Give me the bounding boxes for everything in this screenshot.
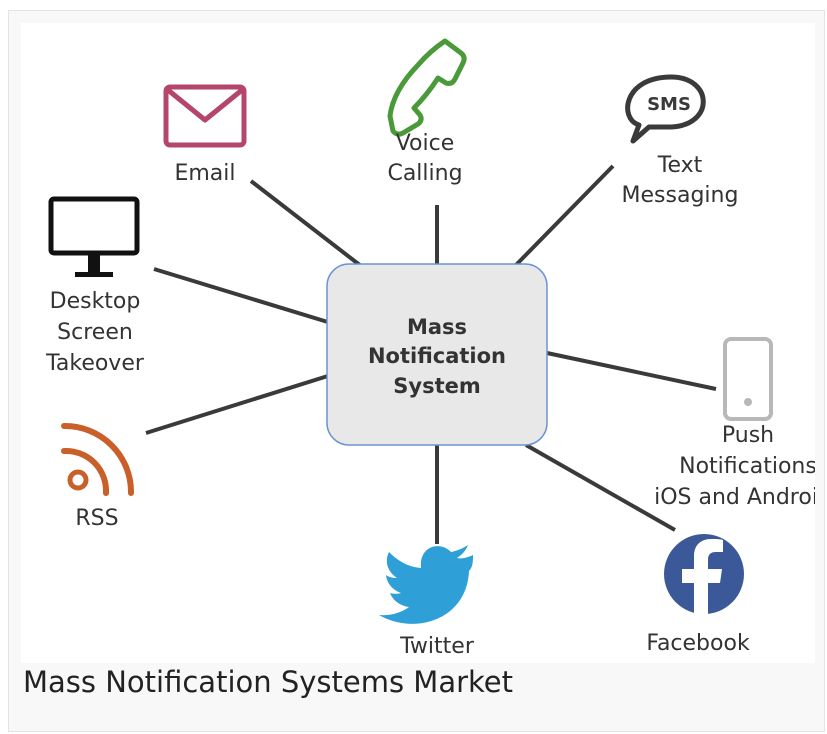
push-label-line-1: Push xyxy=(722,423,774,448)
sms-bubble xyxy=(625,74,706,144)
node-facebook: Facebook xyxy=(646,534,750,656)
facebook-label: Facebook xyxy=(646,631,750,656)
connector-sms xyxy=(513,164,615,268)
facebook-f xyxy=(682,539,723,614)
twitter-bird-shape xyxy=(379,545,473,624)
envelope-body xyxy=(163,84,247,148)
connector-desktop xyxy=(153,267,332,325)
center-label-line-1: Mass xyxy=(407,315,467,339)
smartphone-icon xyxy=(723,337,773,421)
rss-arc-outer xyxy=(61,422,135,496)
sms-label-line-1: Text xyxy=(657,153,703,178)
desktop-label-line-1: Desktop xyxy=(50,289,141,314)
center-label-line-3: System xyxy=(393,374,480,398)
sms-label-line-2: Messaging xyxy=(622,183,739,208)
envelope-flap xyxy=(166,88,244,123)
diagram-svg: Mass Notification System Email Voice Cal… xyxy=(45,38,815,659)
envelope-icon xyxy=(163,84,247,148)
connectors xyxy=(145,164,717,544)
push-label-line-3: iOS and Android xyxy=(654,485,815,510)
voice-label-line-2: Calling xyxy=(387,161,462,186)
phone-icon xyxy=(387,38,467,137)
rss-label: RSS xyxy=(75,506,118,531)
connector-email xyxy=(249,179,363,268)
node-rss: RSS xyxy=(61,422,135,531)
sms-icon-text: SMS xyxy=(647,94,691,115)
center-label-line-2: Notification xyxy=(368,344,506,368)
diagram-image: Mass Notification System Email Voice Cal… xyxy=(21,23,815,663)
rss-dot xyxy=(67,469,89,491)
rss-arc-inner xyxy=(61,447,110,496)
push-label-line-2: Notifications xyxy=(679,454,815,479)
node-twitter: Twitter xyxy=(379,545,475,659)
monitor-stand xyxy=(88,255,100,272)
desktop-label-line-2: Screen xyxy=(57,320,133,345)
twitter-label: Twitter xyxy=(399,634,475,659)
node-desktop: Desktop Screen Takeover xyxy=(45,196,145,376)
node-push: Push Notifications iOS and Android xyxy=(654,337,815,510)
center-node-box xyxy=(326,263,548,446)
monitor-screen xyxy=(48,196,140,256)
figure-caption: Mass Notification Systems Market xyxy=(23,665,513,699)
node-sms: SMS Text Messaging xyxy=(622,74,739,208)
connector-push xyxy=(546,351,717,391)
monitor-base xyxy=(75,272,113,277)
connector-facebook xyxy=(525,443,676,532)
figure-frame: Mass Notification System Email Voice Cal… xyxy=(8,10,825,732)
node-email: Email xyxy=(163,84,247,186)
node-voice: Voice Calling xyxy=(387,38,467,186)
rss-icon xyxy=(61,422,135,496)
connector-rss xyxy=(145,373,332,435)
center-node: Mass Notification System xyxy=(326,263,548,446)
desktop-label-line-3: Takeover xyxy=(45,351,145,376)
facebook-icon xyxy=(664,534,744,614)
voice-label-line-1: Voice xyxy=(396,131,455,156)
twitter-bird-icon xyxy=(379,545,473,624)
smartphone-button xyxy=(744,398,752,406)
sms-bubble-icon: SMS xyxy=(625,74,706,144)
phone-handset xyxy=(387,38,467,137)
smartphone-body xyxy=(723,337,773,421)
monitor-icon xyxy=(48,196,140,277)
email-label: Email xyxy=(174,161,235,186)
